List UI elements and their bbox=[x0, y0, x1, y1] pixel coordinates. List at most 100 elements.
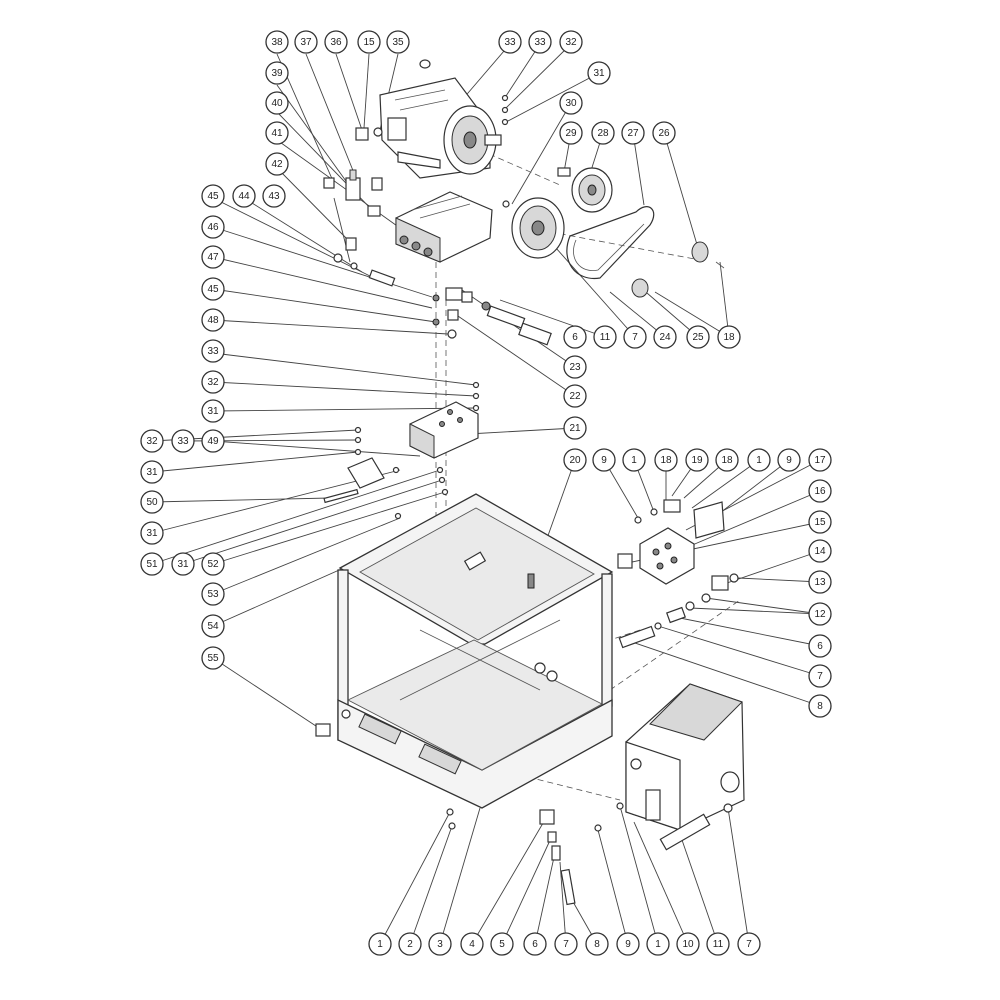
callout-53: 53 bbox=[201, 582, 225, 606]
callout-number: 3 bbox=[437, 939, 443, 950]
callout-number: 49 bbox=[207, 436, 219, 447]
callout-17: 17 bbox=[808, 448, 832, 472]
callout-13: 13 bbox=[808, 570, 832, 594]
callout-circle bbox=[563, 384, 587, 408]
callout-circle bbox=[706, 932, 730, 956]
callout-circle bbox=[676, 932, 700, 956]
callout-number: 18 bbox=[723, 332, 735, 343]
callout-19: 19 bbox=[685, 448, 709, 472]
callout-18: 18 bbox=[654, 448, 678, 472]
callout-number: 10 bbox=[682, 939, 694, 950]
callout-circle bbox=[232, 184, 256, 208]
callout-44: 44 bbox=[232, 184, 256, 208]
upper-hose-fittings bbox=[432, 287, 552, 346]
callout-number: 22 bbox=[569, 391, 581, 402]
callout-50: 50 bbox=[140, 490, 164, 514]
callout-circle bbox=[140, 490, 164, 514]
callout-circle bbox=[490, 932, 514, 956]
callout-number: 45 bbox=[207, 284, 219, 295]
callout-14: 14 bbox=[808, 539, 832, 563]
callout-circle bbox=[622, 448, 646, 472]
callout-circle bbox=[201, 582, 225, 606]
callout-number: 39 bbox=[271, 68, 283, 79]
callout-46: 46 bbox=[201, 215, 225, 239]
callout-circle bbox=[559, 121, 583, 145]
callout-circle bbox=[808, 602, 832, 626]
callout-33: 33 bbox=[171, 429, 195, 453]
callout-number: 32 bbox=[146, 436, 158, 447]
callout-3: 3 bbox=[428, 932, 452, 956]
callout-16: 16 bbox=[808, 479, 832, 503]
callout-32: 32 bbox=[201, 370, 225, 394]
callout-number: 31 bbox=[177, 559, 189, 570]
callout-number: 33 bbox=[534, 37, 546, 48]
callout-circle bbox=[265, 121, 289, 145]
callout-number: 19 bbox=[691, 455, 703, 466]
callout-circle bbox=[357, 30, 381, 54]
callout-number: 46 bbox=[207, 222, 219, 233]
callout-32: 32 bbox=[559, 30, 583, 54]
unloader-valve bbox=[323, 127, 396, 287]
callout-number: 1 bbox=[655, 939, 661, 950]
callout-circle bbox=[265, 61, 289, 85]
callout-24: 24 bbox=[653, 325, 677, 349]
callout-circle bbox=[621, 121, 645, 145]
callout-number: 7 bbox=[817, 671, 823, 682]
callout-11: 11 bbox=[706, 932, 730, 956]
bracket-left bbox=[323, 426, 449, 520]
callout-5: 5 bbox=[490, 932, 514, 956]
callout-number: 4 bbox=[469, 939, 475, 950]
callout-35: 35 bbox=[386, 30, 410, 54]
callout-circle bbox=[428, 932, 452, 956]
callout-circle bbox=[563, 325, 587, 349]
callout-28: 28 bbox=[591, 121, 615, 145]
callout-number: 52 bbox=[207, 559, 219, 570]
callout-number: 33 bbox=[177, 436, 189, 447]
callout-number: 15 bbox=[363, 37, 375, 48]
callout-number: 11 bbox=[713, 939, 724, 950]
callout-number: 28 bbox=[597, 128, 609, 139]
callout-number: 31 bbox=[146, 467, 158, 478]
callout-circle bbox=[715, 448, 739, 472]
callout-circle bbox=[201, 370, 225, 394]
electric-motor bbox=[379, 59, 502, 179]
callout-circle bbox=[171, 552, 195, 576]
callout-circle bbox=[201, 277, 225, 301]
callout-45: 45 bbox=[201, 184, 225, 208]
callout-18: 18 bbox=[717, 325, 741, 349]
callout-number: 38 bbox=[271, 37, 283, 48]
callout-10: 10 bbox=[676, 932, 700, 956]
callout-circle bbox=[265, 91, 289, 115]
callout-number: 25 bbox=[692, 332, 704, 343]
callout-circle bbox=[808, 510, 832, 534]
callout-number: 27 bbox=[627, 128, 639, 139]
callout-number: 6 bbox=[817, 641, 823, 652]
callout-circle bbox=[808, 448, 832, 472]
callout-1: 1 bbox=[368, 932, 392, 956]
callout-15: 15 bbox=[808, 510, 832, 534]
pulleys-and-belt bbox=[501, 94, 725, 298]
callout-number: 13 bbox=[814, 577, 826, 588]
callout-number: 36 bbox=[330, 37, 342, 48]
callout-number: 9 bbox=[625, 939, 631, 950]
callout-32: 32 bbox=[140, 429, 164, 453]
callout-12: 12 bbox=[808, 602, 832, 626]
callout-4: 4 bbox=[460, 932, 484, 956]
callout-47: 47 bbox=[201, 245, 225, 269]
callout-circle bbox=[140, 460, 164, 484]
callout-27: 27 bbox=[621, 121, 645, 145]
callout-circle bbox=[686, 325, 710, 349]
callout-circle bbox=[646, 932, 670, 956]
callout-circle bbox=[201, 646, 225, 670]
callout-29: 29 bbox=[559, 121, 583, 145]
callout-circle bbox=[808, 570, 832, 594]
callout-number: 17 bbox=[814, 455, 826, 466]
callout-7: 7 bbox=[737, 932, 761, 956]
callout-number: 18 bbox=[660, 455, 672, 466]
callout-number: 45 bbox=[207, 191, 219, 202]
callout-number: 8 bbox=[594, 939, 600, 950]
callout-49: 49 bbox=[201, 429, 225, 453]
callout-55: 55 bbox=[201, 646, 225, 670]
callout-number: 21 bbox=[569, 423, 581, 434]
